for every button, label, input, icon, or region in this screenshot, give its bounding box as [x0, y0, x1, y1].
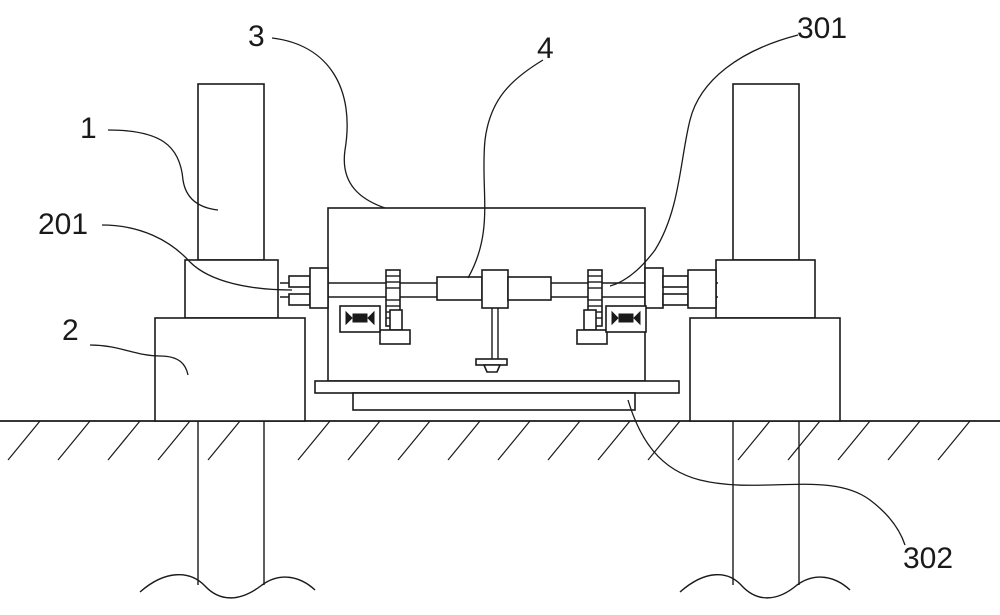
right-connector-upper [662, 275, 689, 288]
right-rod-collar [644, 267, 664, 309]
leader-201 [101, 224, 293, 291]
right-pile [679, 83, 851, 599]
left-connector-lower [288, 293, 311, 306]
central-hub-body [481, 269, 509, 309]
right-base-block [689, 317, 841, 422]
callout-1: 1 [80, 112, 97, 145]
callout-4: 4 [537, 32, 554, 65]
callout-2: 2 [62, 314, 79, 347]
left-base-block [154, 317, 306, 422]
right-connector-lower [662, 293, 689, 306]
leader-4 [467, 59, 544, 279]
leader-301 [609, 34, 799, 287]
right-motor-housing [687, 269, 717, 309]
drill-tip [482, 364, 502, 373]
ground [0, 420, 1000, 461]
callout-201: 201 [38, 208, 88, 241]
left-connector-upper [288, 275, 311, 288]
leader-2 [89, 344, 189, 376]
right-gear-assembly [576, 269, 647, 345]
drill-blade-bar [475, 358, 508, 366]
left-rod-collar [309, 267, 329, 309]
leader-3 [271, 37, 386, 209]
callout-302: 302 [903, 542, 953, 575]
leader-302 [627, 399, 906, 546]
bottom-plate [314, 380, 680, 394]
central-hub-right [507, 276, 552, 301]
leader-1 [107, 129, 219, 211]
left-gear-assembly [339, 269, 411, 345]
ground-hatching [7, 420, 971, 461]
right-upper-block [715, 259, 816, 319]
callout-301: 301 [797, 12, 847, 45]
callout-3: 3 [248, 20, 265, 53]
bottom-plate-foot [352, 392, 636, 411]
central-hub-left [436, 276, 483, 301]
